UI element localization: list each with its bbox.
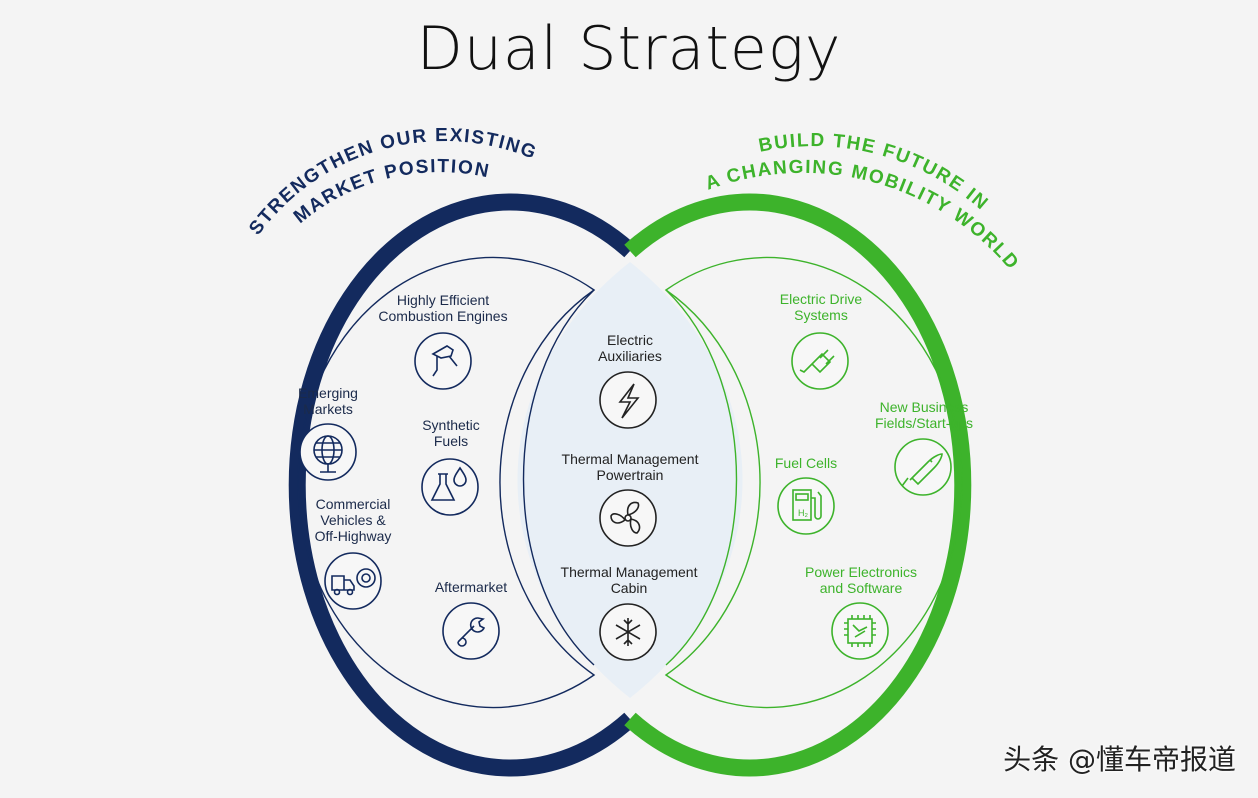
label-line: Powertrain — [596, 467, 664, 483]
label-line: Vehicles & — [320, 512, 386, 528]
label-line: New Business — [879, 399, 969, 415]
label-thermal-powertrain: Thermal Management Powertrain — [562, 451, 699, 483]
label-line: Fuel Cells — [774, 455, 838, 471]
label-combustion-engines: Highly Efficient Combustion Engines — [378, 292, 507, 324]
h2-mark: H₂ — [798, 508, 808, 518]
label-line: Highly Efficient — [396, 292, 490, 308]
snowflake-icon — [599, 603, 657, 661]
label-synthetic-fuels: Synthetic Fuels — [422, 417, 480, 449]
label-line: Emerging — [298, 385, 358, 401]
svg-text:A CHANGING MOBILITY WORLD: A CHANGING MOBILITY WORLD — [703, 157, 1024, 275]
label-electric-auxiliaries: Electric Auxiliaries — [598, 332, 662, 364]
watermark: 头条 @懂车帝报道 — [1003, 743, 1236, 776]
label-line: Thermal Management — [560, 564, 698, 580]
label-line: Electric Drive — [779, 291, 863, 307]
label-power-electronics: Power Electronics and Software — [805, 564, 917, 596]
label-line: Cabin — [610, 580, 648, 596]
label-line: Commercial — [315, 496, 391, 512]
label-line: Markets — [303, 401, 353, 417]
fuel-nozzle-icon — [414, 332, 472, 390]
chip-icon — [831, 602, 889, 660]
hydrogen-pump-icon — [777, 477, 835, 535]
right-heading-line2: A CHANGING MOBILITY WORLD — [703, 157, 1022, 275]
label-line: Aftermarket — [434, 579, 508, 595]
label-line: Thermal Management — [561, 451, 699, 467]
label-line: Fuels — [433, 433, 469, 449]
label-line: and Software — [819, 580, 903, 596]
label-line: Synthetic — [422, 417, 480, 433]
globe-icon — [299, 423, 357, 481]
label-new-business: New Business Fields/Start-ups — [875, 399, 973, 431]
label-line: Auxiliaries — [598, 348, 662, 364]
label-thermal-cabin: Thermal Management Cabin — [561, 564, 698, 596]
right-ring — [624, 193, 972, 777]
label-aftermarket: Aftermarket — [435, 579, 507, 595]
fan-icon — [599, 489, 657, 547]
lightning-icon — [599, 371, 657, 429]
flask-droplet-icon — [421, 458, 479, 516]
label-line: Fields/Start-ups — [874, 415, 974, 431]
label-electric-drive: Electric Drive Systems — [780, 291, 862, 323]
label-line: Combustion Engines — [378, 308, 508, 324]
label-line: Off-Highway — [314, 528, 392, 544]
lens-shape — [517, 262, 743, 698]
label-line: Systems — [794, 307, 848, 323]
truck-wheel-icon — [324, 552, 382, 610]
label-commercial-vehicles: Commercial Vehicles & Off-Highway — [315, 496, 392, 544]
label-fuel-cells: Fuel Cells — [775, 455, 837, 471]
label-emerging-markets: Emerging Markets — [298, 385, 358, 417]
wrench-icon — [442, 602, 500, 660]
left-inner-outline — [297, 256, 596, 709]
left-ring — [288, 193, 636, 777]
right-inner-outline — [664, 256, 963, 709]
rocket-icon — [894, 438, 952, 496]
plug-icon — [791, 332, 849, 390]
label-line: Power Electronics — [804, 564, 918, 580]
page-title: Dual Strategy — [416, 14, 842, 84]
label-line: Electric — [607, 332, 653, 348]
